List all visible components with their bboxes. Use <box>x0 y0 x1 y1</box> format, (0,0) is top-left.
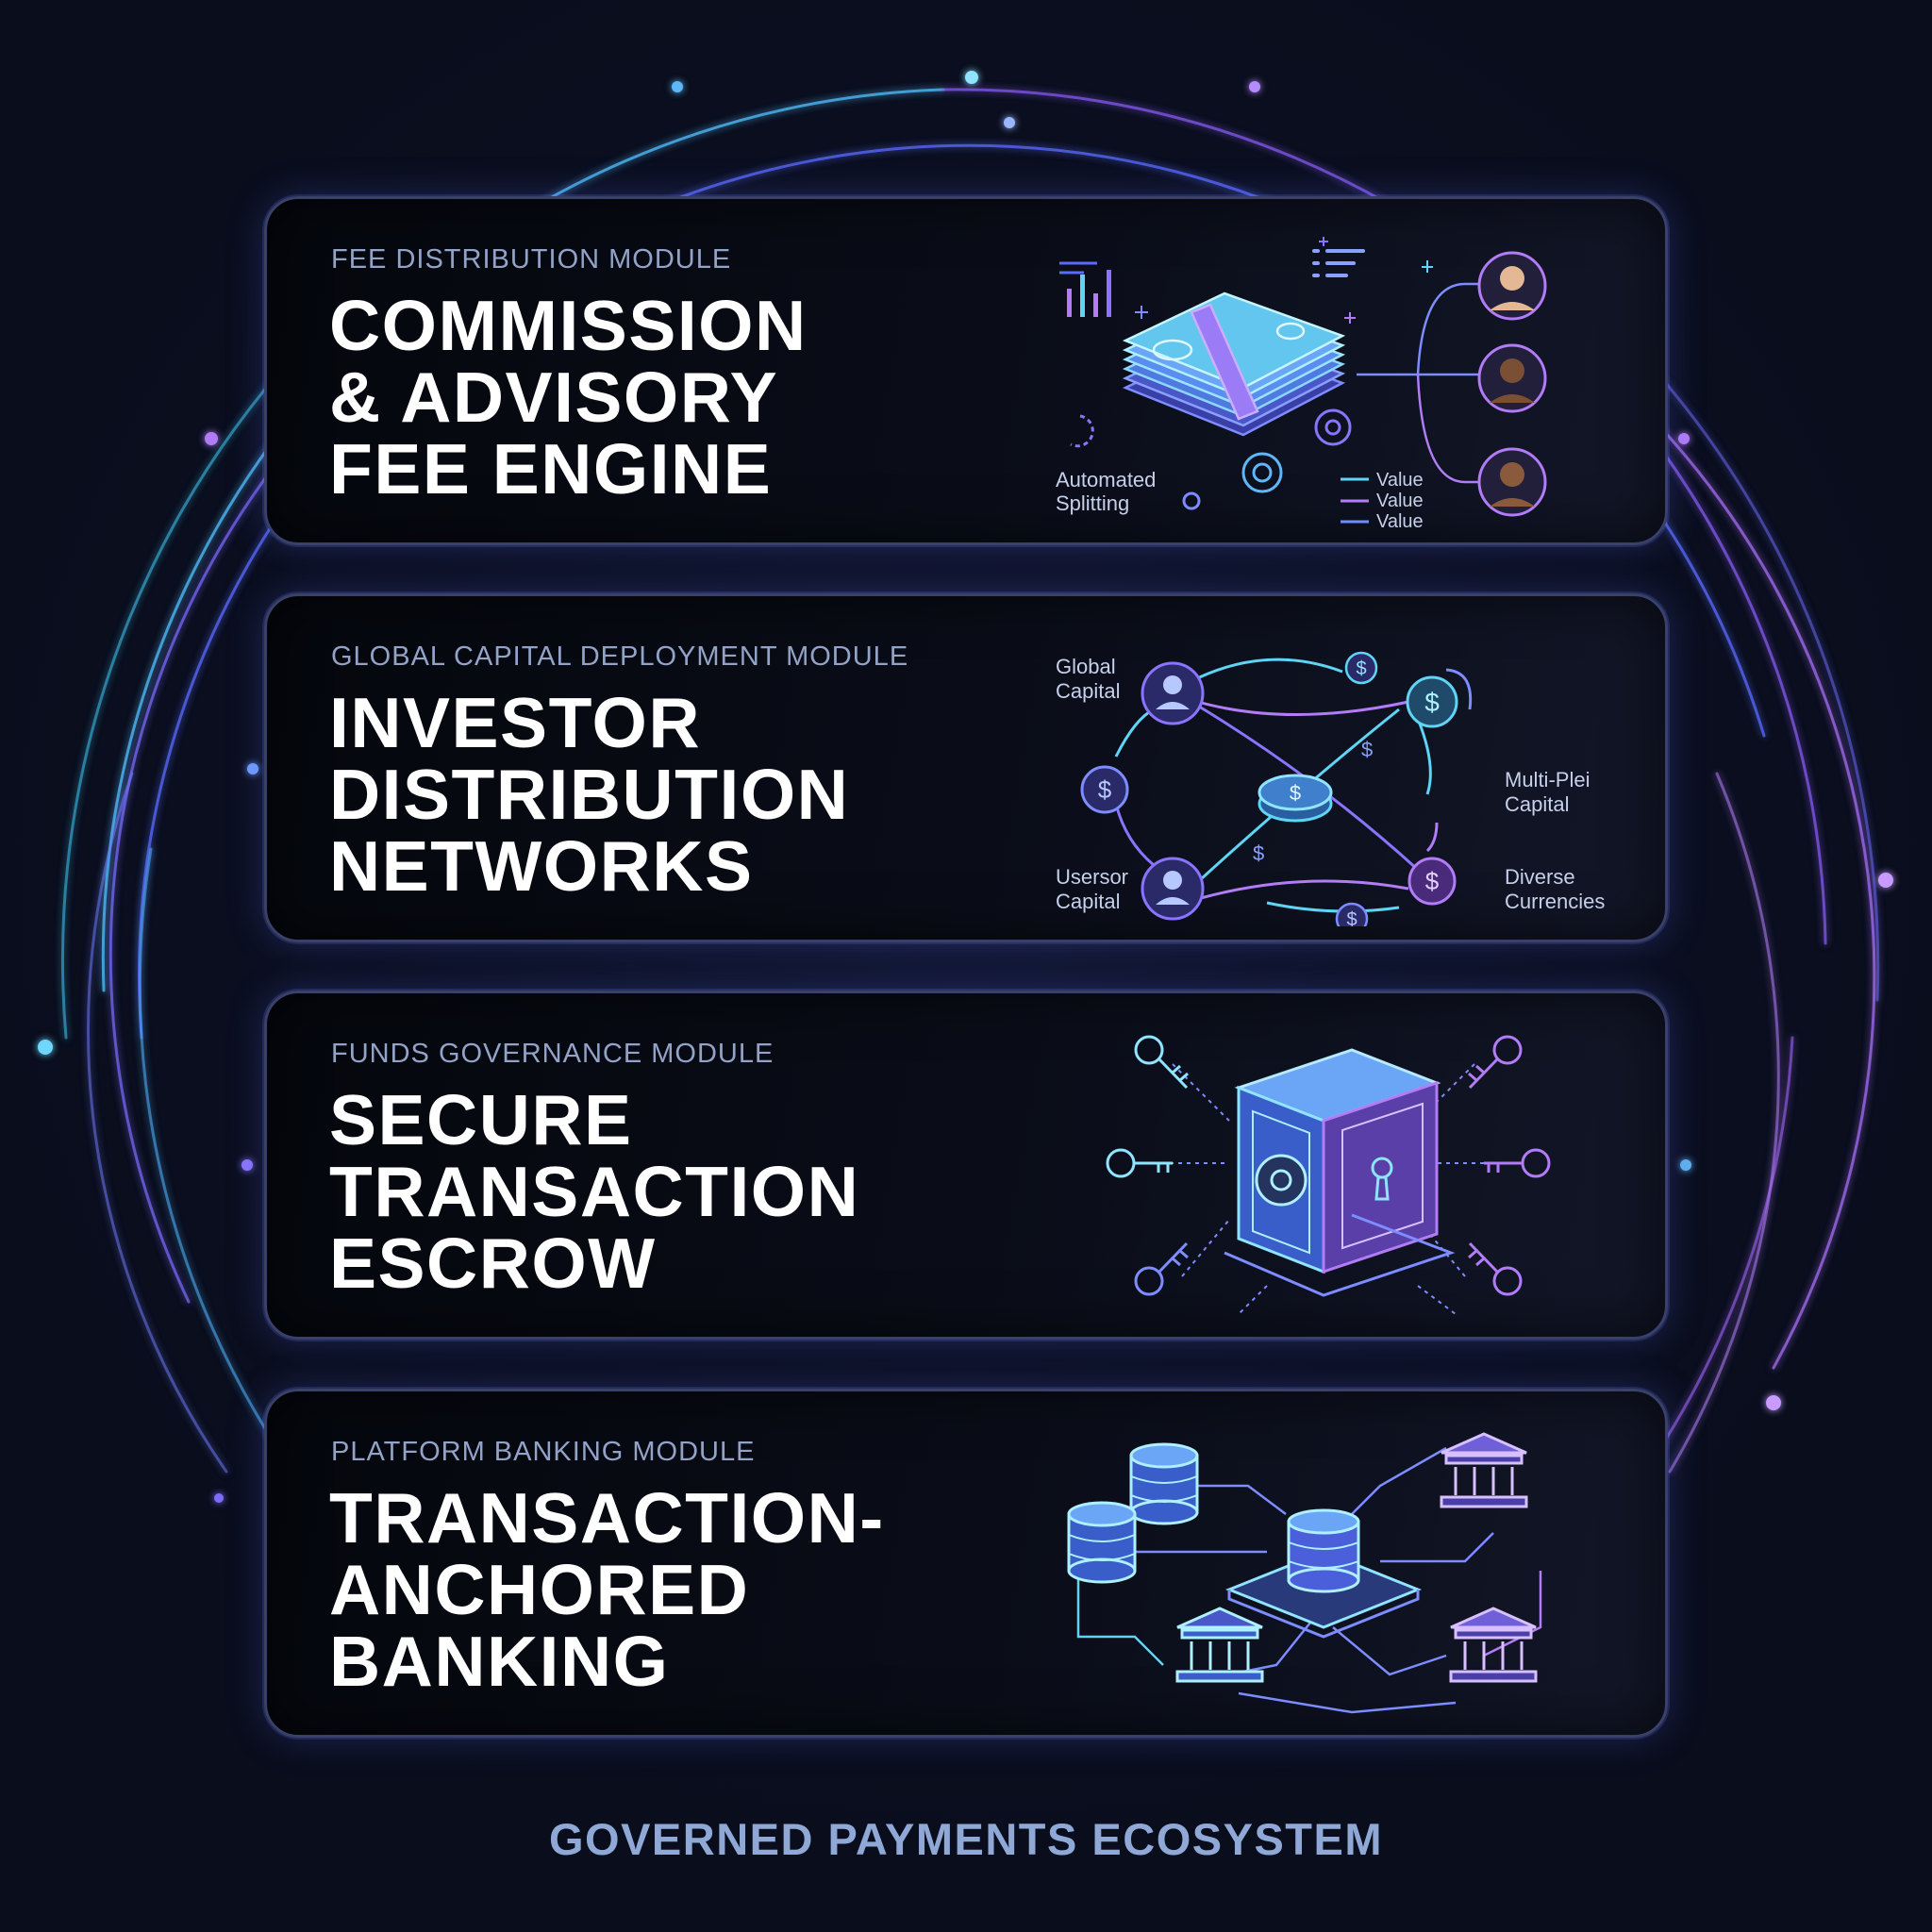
annotation-value: Value <box>1376 470 1424 491</box>
headline-line: DISTRIBUTION <box>329 755 850 834</box>
svg-text:$: $ <box>1361 738 1373 761</box>
headline-line: COMMISSION <box>329 286 808 365</box>
money-stack-icon <box>1122 291 1346 437</box>
bank-icon <box>1175 1607 1264 1683</box>
module-card-fee-distribution[interactable]: FEE DISTRIBUTION MODULE COMMISSION & ADV… <box>264 196 1668 545</box>
avatar-icon <box>1477 447 1547 517</box>
module-card-global-capital[interactable]: GLOBAL CAPITAL DEPLOYMENT MODULE INVESTO… <box>264 593 1668 942</box>
annotation-multi-2: Capital <box>1505 792 1569 816</box>
key-icon <box>1468 1241 1523 1296</box>
module-label: FEE DISTRIBUTION MODULE <box>331 244 732 275</box>
headline-line: NETWORKS <box>329 826 754 906</box>
dollar-coin-icon: $ <box>1257 774 1333 823</box>
key-icon <box>1484 1148 1551 1178</box>
headline-line: FEE ENGINE <box>329 429 773 508</box>
database-icon <box>1067 1501 1137 1584</box>
dollar-coin-icon: $ <box>1344 651 1378 685</box>
module-card-platform-banking[interactable]: PLATFORM BANKING MODULE TRANSACTION- ANC… <box>264 1389 1668 1738</box>
annotation-automated-1: Automated <box>1056 468 1156 491</box>
module-label: FUNDS GOVERNANCE MODULE <box>331 1039 774 1069</box>
svg-text:$: $ <box>1346 909 1357 926</box>
svg-text:$: $ <box>1098 775 1112 804</box>
annotation-multi-1: Multi-Plei <box>1505 768 1590 791</box>
module-headline: INVESTOR DISTRIBUTION NETWORKS <box>329 687 849 902</box>
module-card-funds-governance[interactable]: FUNDS GOVERNANCE MODULE SECURE TRANSACTI… <box>264 991 1668 1340</box>
dollar-coin-icon: $ <box>1406 675 1458 728</box>
headline-line: ANCHORED <box>329 1550 750 1629</box>
annotation-usersor-1: Usersor <box>1056 865 1128 889</box>
vault-icon <box>1224 1048 1456 1297</box>
headline-line: INVESTOR <box>329 683 702 762</box>
escrow-vault-illustration <box>1106 1035 1551 1315</box>
dollar-coin-icon: $ <box>1335 902 1369 926</box>
user-icon <box>1141 661 1205 725</box>
annotation-global-1: Global <box>1056 655 1116 678</box>
database-icon <box>1287 1508 1360 1593</box>
bank-icon <box>1449 1607 1538 1683</box>
database-icon <box>1129 1442 1199 1525</box>
module-headline: TRANSACTION- ANCHORED BANKING <box>329 1482 885 1697</box>
annotation-value: Value <box>1376 511 1424 529</box>
headline-line: TRANSACTION- <box>329 1478 885 1557</box>
avatar-icon <box>1477 251 1547 321</box>
annotation-automated-2: Splitting <box>1056 491 1129 515</box>
key-icon <box>1134 1035 1189 1090</box>
user-icon <box>1141 857 1205 921</box>
headline-line: SECURE <box>329 1080 633 1159</box>
bar-chart-icon <box>1067 270 1111 317</box>
avatar-icon <box>1477 343 1547 413</box>
headline-line: BANKING <box>329 1622 670 1701</box>
svg-text:$: $ <box>1424 688 1440 717</box>
gear-icon <box>1182 408 1352 510</box>
module-label: PLATFORM BANKING MODULE <box>331 1437 756 1467</box>
dollar-coin-icon: $ <box>1080 765 1129 814</box>
headline-line: TRANSACTION <box>329 1152 860 1231</box>
bank-icon <box>1440 1432 1528 1508</box>
annotation-diverse-1: Diverse <box>1505 865 1575 889</box>
key-icon <box>1106 1148 1173 1178</box>
svg-text:$: $ <box>1290 781 1301 805</box>
svg-text:$: $ <box>1356 658 1366 679</box>
annotation-diverse-2: Currencies <box>1505 890 1605 913</box>
annotation-global-2: Capital <box>1056 679 1120 703</box>
annotation-value: Value <box>1376 491 1424 511</box>
module-headline: SECURE TRANSACTION ESCROW <box>329 1084 859 1299</box>
svg-text:$: $ <box>1253 841 1264 865</box>
annotation-usersor-2: Capital <box>1056 890 1120 913</box>
headline-line: & ADVISORY <box>329 358 779 437</box>
capital-network-illustration: Global Capital Usersor Capital Multi-Ple… <box>1056 651 1605 926</box>
ecosystem-footer-title: GOVERNED PAYMENTS ECOSYSTEM <box>548 1814 1384 1864</box>
module-headline: COMMISSION & ADVISORY FEE ENGINE <box>329 290 808 505</box>
fee-splitting-illustration: Automated Splitting Value Value Value <box>1056 237 1547 529</box>
key-icon <box>1134 1241 1189 1296</box>
module-label: GLOBAL CAPITAL DEPLOYMENT MODULE <box>331 641 909 672</box>
dollar-coin-icon: $ <box>1407 857 1457 906</box>
headline-line: ESCROW <box>329 1224 657 1303</box>
key-icon <box>1468 1035 1523 1090</box>
svg-text:$: $ <box>1425 867 1440 895</box>
banking-network-illustration <box>1067 1432 1542 1714</box>
